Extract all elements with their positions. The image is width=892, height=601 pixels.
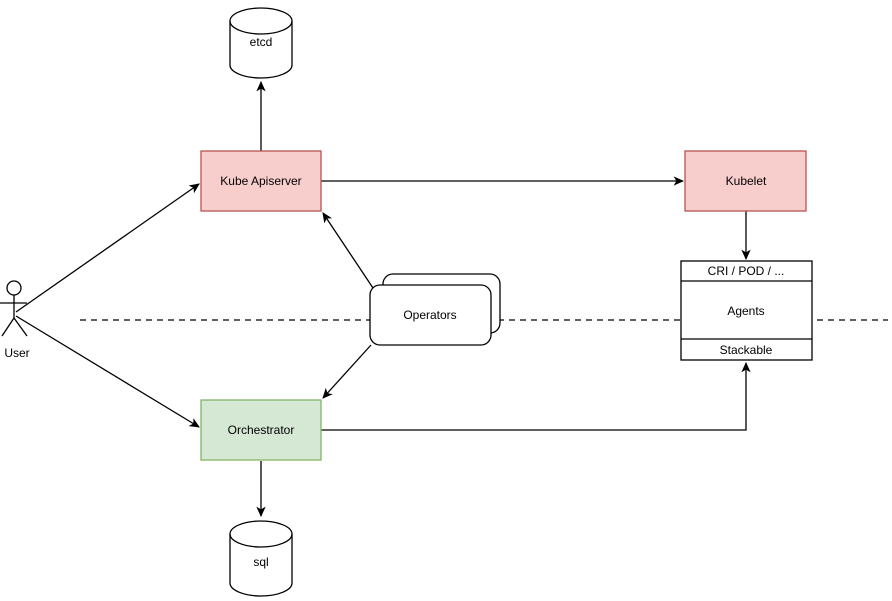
- edge-orchestrator-to-stackable: [321, 361, 751, 431]
- agents-stack-body-label: Agents: [727, 304, 764, 318]
- node-operators: Operators: [369, 273, 501, 346]
- edge-operators-to-kube-apiserver: [322, 212, 374, 289]
- kubelet-rect: [684, 150, 807, 212]
- edge-user-to-kube-apiserver: [15, 183, 200, 313]
- user-label: User: [4, 346, 29, 360]
- etcd-cylinder-rim: [229, 20, 293, 35]
- operators-label: Operators: [403, 308, 456, 322]
- user-actor-right-leg: [13, 317, 28, 337]
- node-kube-apiserver: Kube Apiserver: [200, 150, 322, 212]
- agents-stack-footer-label: Stackable: [720, 343, 773, 357]
- user-actor-left-leg: [1, 317, 15, 337]
- operators-front-card: [369, 284, 492, 346]
- kubelet-label: Kubelet: [726, 174, 767, 188]
- etcd-cylinder-shape: [229, 7, 293, 79]
- node-agents-stack: CRI / POD / ... Agents Stackable: [680, 260, 813, 361]
- orchestrator-label: Orchestrator: [228, 423, 295, 437]
- edge-user-to-orchestrator: [15, 315, 200, 428]
- edge-operators-to-orchestrator: [322, 344, 372, 399]
- orchestrator-rect: [200, 399, 322, 461]
- sql-cylinder-rim: [229, 533, 293, 548]
- agents-stack-header-label: CRI / POD / ...: [708, 264, 785, 278]
- node-etcd: etcd: [229, 7, 293, 79]
- user-actor-head: [6, 280, 22, 296]
- node-user: User: [0, 280, 30, 360]
- user-actor-icon: [0, 280, 28, 337]
- node-kubelet: Kubelet: [684, 150, 807, 212]
- kube-apiserver-label: Kube Apiserver: [220, 174, 301, 188]
- sql-cylinder-shape: [229, 520, 293, 597]
- agents-stack-rect: [680, 260, 813, 361]
- etcd-label: etcd: [250, 35, 273, 49]
- kube-apiserver-rect: [200, 150, 322, 212]
- node-orchestrator: Orchestrator: [200, 399, 322, 461]
- sql-label: sql: [253, 555, 268, 569]
- node-sql: sql: [229, 520, 293, 597]
